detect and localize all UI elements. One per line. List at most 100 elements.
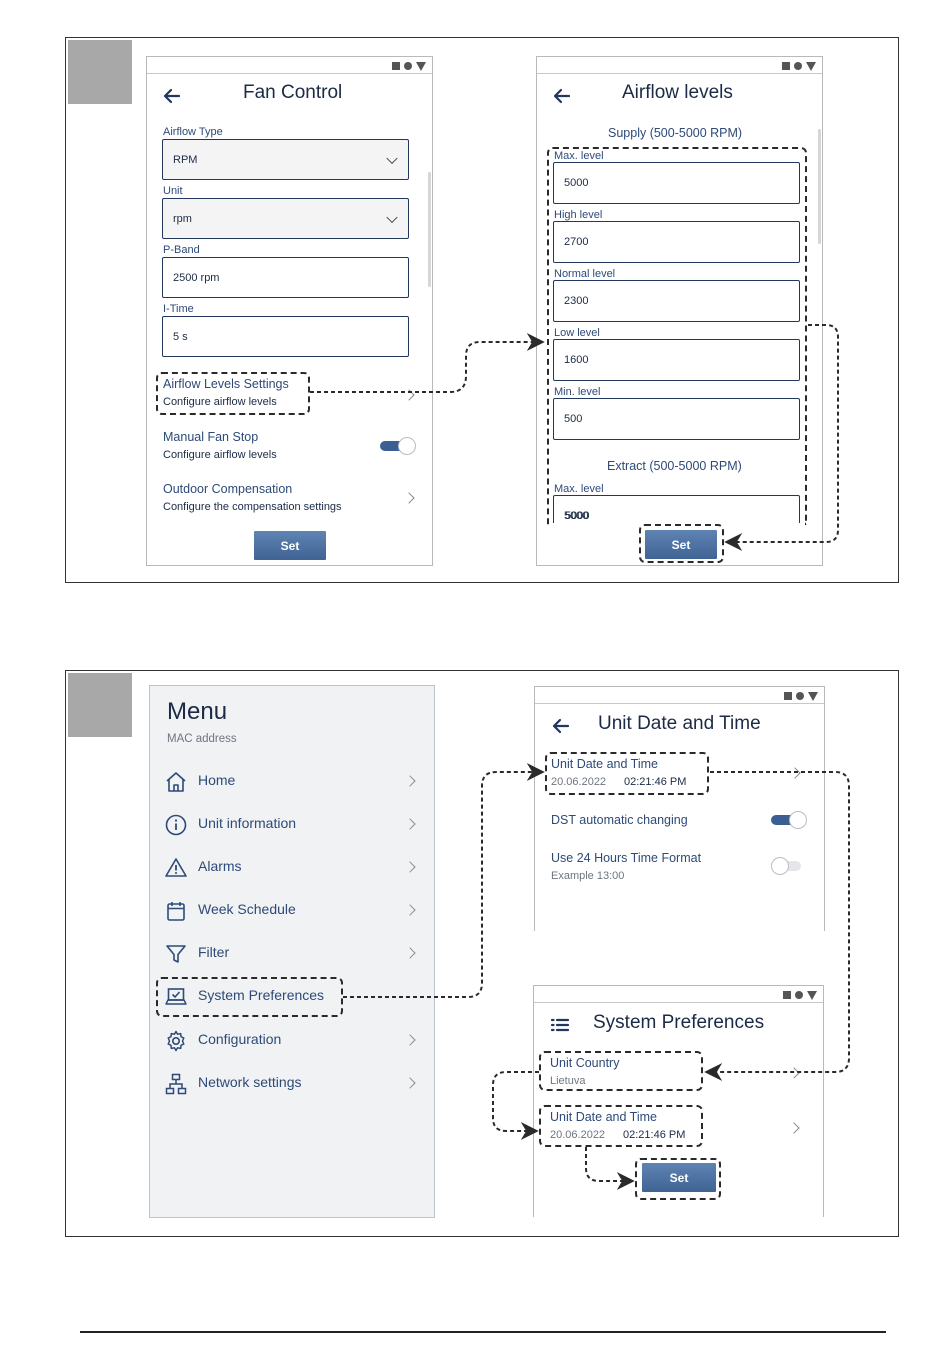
wifi-icon xyxy=(794,62,802,70)
row-subtitle: Configure airflow levels xyxy=(163,396,277,408)
mac-address-label: MAC address xyxy=(167,733,237,745)
time-value: 02:21:46 PM xyxy=(623,1129,686,1141)
field-value: 5000 xyxy=(564,510,589,522)
set-button[interactable]: Set xyxy=(645,530,717,559)
row-subtitle: Example 13:00 xyxy=(551,870,625,882)
supply-max-input[interactable]: 5000 xyxy=(553,162,800,204)
unit-date-time-row[interactable]: Unit Date and Time 20.06.2022 02:21:46 P… xyxy=(534,1108,823,1146)
menu-item-label: Alarms xyxy=(198,858,242,874)
home-icon xyxy=(166,772,186,792)
extract-max-value-visible: 5000 xyxy=(565,510,590,522)
row-value: Lietuva xyxy=(550,1075,586,1087)
row-title: Airflow Levels Settings xyxy=(163,377,289,391)
dst-row: DST automatic changing xyxy=(535,811,824,835)
p-band-value: 2500 rpm xyxy=(173,271,220,284)
menu-item-label: Configuration xyxy=(198,1031,282,1047)
fan-control-screen: Fan Control Airflow Type RPM Unit rpm P-… xyxy=(146,56,433,566)
menu-item-label: Unit information xyxy=(198,815,297,831)
menu-item-home[interactable]: Home xyxy=(150,763,434,799)
airflow-levels-settings-row[interactable]: Airflow Levels Settings Configure airflo… xyxy=(147,373,432,417)
menu-title: Menu xyxy=(167,698,228,725)
menu-item-system-preferences[interactable]: System Preferences xyxy=(150,978,434,1014)
wifi-icon xyxy=(404,62,412,70)
manual-fan-stop-toggle[interactable] xyxy=(380,437,416,455)
field-value: 1600 xyxy=(564,354,589,366)
outdoor-compensation-row[interactable]: Outdoor Compensation Configure the compe… xyxy=(147,478,432,522)
date-value: 20.06.2022 xyxy=(550,1129,606,1141)
supply-normal-label: Normal level xyxy=(554,268,616,280)
menu-item-label: System Preferences xyxy=(198,987,325,1003)
menu-item-configuration[interactable]: Configuration xyxy=(150,1022,434,1058)
battery-icon xyxy=(807,990,817,1000)
info-icon xyxy=(165,814,187,836)
back-arrow-icon[interactable] xyxy=(161,85,183,107)
chevron-right-icon xyxy=(788,1122,800,1134)
unit-label: Unit xyxy=(163,185,183,197)
calendar-icon xyxy=(167,902,185,921)
i-time-input[interactable]: 5 s xyxy=(162,316,409,357)
extract-heading: Extract (500-5000 RPM) xyxy=(607,459,742,473)
airflow-type-label: Airflow Type xyxy=(163,126,223,138)
status-bar xyxy=(784,690,818,702)
menu-item-alarms[interactable]: Alarms xyxy=(150,849,434,885)
chevron-right-icon xyxy=(404,1034,416,1046)
scrollbar[interactable] xyxy=(818,129,821,244)
row-title: Unit Country xyxy=(550,1056,620,1070)
unit-date-time-row[interactable]: Unit Date and Time 20.06.2022 02:21:46 P… xyxy=(535,755,824,793)
chevron-right-icon xyxy=(789,767,801,779)
back-arrow-icon[interactable] xyxy=(550,715,572,737)
unit-select[interactable]: rpm xyxy=(162,198,409,239)
chevron-right-icon xyxy=(403,389,415,401)
chevron-down-icon xyxy=(386,152,398,164)
highlight-supply-levels xyxy=(547,147,807,525)
field-value: 2700 xyxy=(564,236,589,248)
highlight-airflow-levels-settings xyxy=(156,372,310,415)
row-title: Use 24 Hours Time Format xyxy=(551,851,702,865)
scrollbar[interactable] xyxy=(428,172,431,287)
signal-icon xyxy=(392,62,400,70)
chevron-right-icon xyxy=(404,818,416,830)
p-band-input[interactable]: 2500 rpm xyxy=(162,257,409,298)
field-value: 5000 xyxy=(564,177,589,189)
airflow-type-value: RPM xyxy=(173,153,198,166)
set-button[interactable]: Set xyxy=(642,1163,716,1192)
menu-item-label: Week Schedule xyxy=(198,901,296,917)
chevron-down-icon xyxy=(386,211,398,223)
row-title: DST automatic changing xyxy=(551,813,688,827)
set-button[interactable]: Set xyxy=(254,531,326,560)
row-title: Unit Date and Time xyxy=(551,757,658,771)
page-title: Fan Control xyxy=(243,82,343,103)
menu-item-week-schedule[interactable]: Week Schedule xyxy=(150,892,434,928)
battery-icon xyxy=(808,691,818,701)
signal-icon xyxy=(782,62,790,70)
time-value: 02:21:46 PM xyxy=(624,776,687,788)
menu-item-unit-information[interactable]: Unit information xyxy=(150,806,434,842)
24-hour-format-toggle[interactable] xyxy=(771,857,807,875)
row-title: Outdoor Compensation xyxy=(163,482,293,496)
dst-toggle[interactable] xyxy=(771,811,807,829)
unit-country-row[interactable]: Unit Country Lietuva xyxy=(534,1055,823,1093)
24-hour-format-row: Use 24 Hours Time Format Example 13:00 xyxy=(535,849,824,887)
step-marker xyxy=(68,673,132,737)
menu-item-label: Home xyxy=(198,772,236,788)
menu-item-filter[interactable]: Filter xyxy=(150,935,434,971)
signal-icon xyxy=(783,991,791,999)
p-band-label: P-Band xyxy=(163,244,200,256)
extract-max-label: Max. level xyxy=(554,483,604,495)
list-menu-icon[interactable] xyxy=(549,1014,571,1036)
supply-high-input[interactable]: 2700 xyxy=(553,221,800,263)
chevron-right-icon xyxy=(788,1067,800,1079)
status-bar xyxy=(783,989,817,1001)
airflow-type-select[interactable]: RPM xyxy=(162,139,409,180)
system-preferences-screen: System Preferences Unit Country Lietuva … xyxy=(533,985,824,1217)
back-arrow-icon[interactable] xyxy=(551,85,573,107)
supply-normal-input[interactable]: 2300 xyxy=(553,280,800,322)
wifi-icon xyxy=(796,692,804,700)
row-title: Manual Fan Stop xyxy=(163,430,259,444)
highlight-unit-date-time-2 xyxy=(539,1105,703,1147)
date-value: 20.06.2022 xyxy=(551,776,607,788)
chevron-right-icon xyxy=(404,861,416,873)
supply-high-label: High level xyxy=(554,209,603,221)
highlight-set-button-prefs xyxy=(635,1158,721,1200)
menu-item-network-settings[interactable]: Network settings xyxy=(150,1065,434,1101)
